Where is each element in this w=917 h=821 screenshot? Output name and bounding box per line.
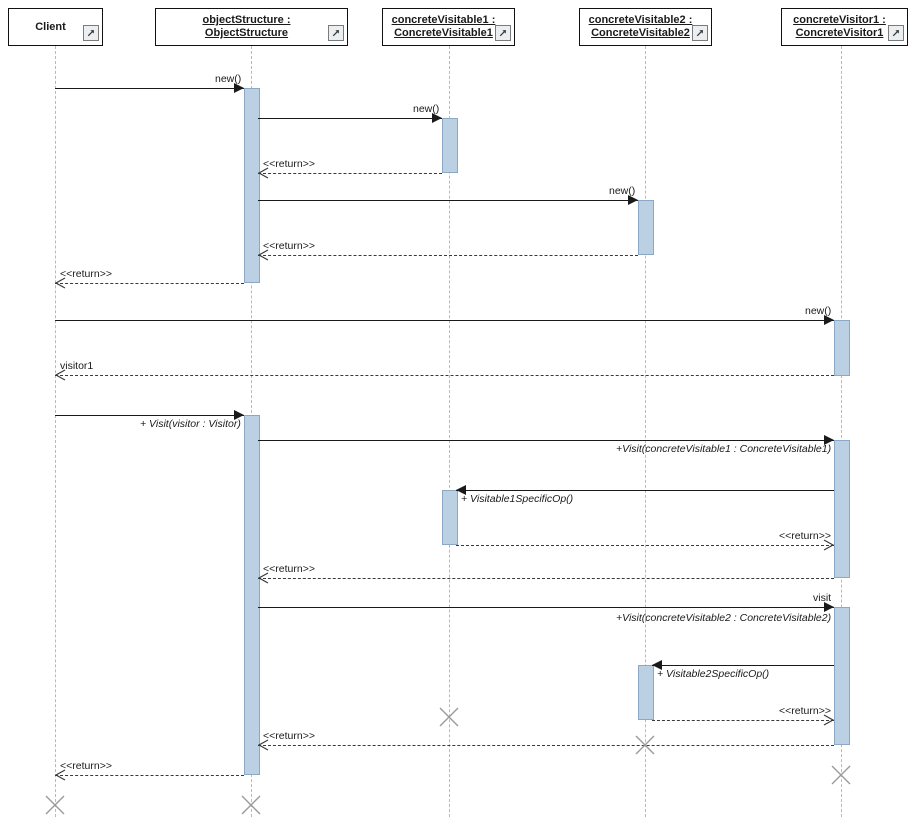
message-label-m3: <<return>> [263, 158, 315, 170]
lifeline-head-concreteVisitor1[interactable]: concreteVisitor1 : ConcreteVisitor1 [781, 8, 908, 46]
message-label-m8: visitor1 [60, 360, 94, 372]
return-arrowhead-m16 [823, 714, 835, 726]
call-arrowhead-m7 [824, 315, 834, 325]
call-arrowhead-m10 [824, 435, 834, 445]
destruction-marker-concreteVisitable1[interactable] [437, 705, 461, 729]
message-line-m2[interactable] [258, 118, 442, 119]
open-link-icon[interactable] [888, 25, 904, 41]
message-label-m4: new() [609, 185, 636, 197]
lifeline-client [55, 46, 56, 817]
lifeline-head-objectStructure[interactable]: objectStructure : ObjectStructure [155, 8, 348, 46]
return-arrowhead-m17 [257, 739, 269, 751]
message-label-m14: visit [813, 592, 832, 604]
lifeline-head-label-concreteVisitor1: concreteVisitor1 : ConcreteVisitor1 [793, 14, 886, 39]
lifeline-concreteVisitable1 [449, 46, 450, 817]
destruction-marker-concreteVisitor1[interactable] [829, 763, 853, 787]
message-line-m18[interactable] [55, 775, 244, 776]
destruction-marker-client[interactable] [43, 793, 67, 817]
message-line-m11[interactable] [456, 490, 834, 491]
message-line-m9[interactable] [55, 415, 244, 416]
call-arrowhead-m15 [652, 660, 662, 670]
activation-bar-objectStructure[interactable] [244, 415, 260, 775]
lifeline-head-label-concreteVisitable1: concreteVisitable1 : ConcreteVisitable1 [391, 14, 496, 39]
message-label-m1: new() [215, 73, 242, 85]
activation-bar-concreteVisitable2[interactable] [638, 200, 654, 255]
message-signature-m14: +Visit(concreteVisitable2 : ConcreteVisi… [616, 612, 832, 624]
open-link-icon[interactable] [83, 25, 99, 41]
message-label-m13: <<return>> [263, 563, 315, 575]
return-arrowhead-m12 [823, 539, 835, 551]
message-label-m5: <<return>> [263, 240, 315, 252]
message-line-m13[interactable] [258, 578, 834, 579]
message-label-m17: <<return>> [263, 730, 315, 742]
message-label-m16: <<return>> [779, 705, 831, 717]
message-line-m1[interactable] [55, 88, 244, 89]
message-label-m12: <<return>> [779, 530, 831, 542]
message-label-m15: + Visitable2SpecificOp() [657, 668, 770, 680]
open-link-icon[interactable] [328, 25, 344, 41]
call-arrowhead-m9 [234, 410, 244, 420]
activation-bar-concreteVisitor1[interactable] [834, 320, 850, 376]
message-label-m7: new() [805, 305, 832, 317]
activation-bar-concreteVisitor1[interactable] [834, 440, 850, 578]
activation-bar-concreteVisitable1[interactable] [442, 490, 458, 545]
call-arrowhead-m11 [456, 485, 466, 495]
message-label-m9: + Visit(visitor : Visitor) [140, 418, 241, 430]
message-line-m4[interactable] [258, 200, 638, 201]
message-line-m12[interactable] [456, 545, 834, 546]
message-label-m11: + Visitable1SpecificOp() [461, 493, 574, 505]
message-label-m6: <<return>> [60, 268, 112, 280]
return-arrowhead-m6 [54, 277, 66, 289]
activation-bar-concreteVisitor1[interactable] [834, 607, 850, 745]
open-link-icon[interactable] [692, 25, 708, 41]
message-line-m7[interactable] [55, 320, 834, 321]
destruction-marker-objectStructure[interactable] [239, 793, 263, 817]
message-line-m6[interactable] [55, 283, 244, 284]
lifeline-head-label-client: Client [35, 20, 66, 33]
message-line-m17[interactable] [258, 745, 834, 746]
lifeline-head-client[interactable]: Client [8, 8, 103, 46]
return-arrowhead-m8 [54, 369, 66, 381]
return-arrowhead-m13 [257, 572, 269, 584]
activation-bar-objectStructure[interactable] [244, 88, 260, 283]
message-line-m8[interactable] [55, 375, 834, 376]
message-line-m14[interactable] [258, 607, 834, 608]
lifeline-head-concreteVisitable1[interactable]: concreteVisitable1 : ConcreteVisitable1 [382, 8, 515, 46]
message-label-m18: <<return>> [60, 760, 112, 772]
lifeline-concreteVisitable2 [645, 46, 646, 817]
open-link-icon[interactable] [495, 25, 511, 41]
message-line-m5[interactable] [258, 255, 638, 256]
message-line-m15[interactable] [652, 665, 834, 666]
lifeline-head-label-concreteVisitable2: concreteVisitable2 : ConcreteVisitable2 [588, 14, 693, 39]
lifeline-concreteVisitor1 [841, 46, 842, 817]
message-label-m2: new() [413, 103, 440, 115]
call-arrowhead-m4 [628, 195, 638, 205]
activation-bar-concreteVisitable1[interactable] [442, 118, 458, 173]
activation-bar-concreteVisitable2[interactable] [638, 665, 654, 720]
message-line-m3[interactable] [258, 173, 442, 174]
call-arrowhead-m1 [234, 83, 244, 93]
message-label-m10: +Visit(concreteVisitable1 : ConcreteVisi… [616, 443, 832, 455]
lifeline-head-label-objectStructure: objectStructure : ObjectStructure [202, 14, 291, 39]
destruction-marker-concreteVisitable2[interactable] [633, 733, 657, 757]
return-arrowhead-m5 [257, 249, 269, 261]
return-arrowhead-m3 [257, 167, 269, 179]
lifeline-head-concreteVisitable2[interactable]: concreteVisitable2 : ConcreteVisitable2 [579, 8, 712, 46]
message-line-m10[interactable] [258, 440, 834, 441]
return-arrowhead-m18 [54, 769, 66, 781]
call-arrowhead-m14 [824, 602, 834, 612]
message-line-m16[interactable] [652, 720, 834, 721]
call-arrowhead-m2 [432, 113, 442, 123]
